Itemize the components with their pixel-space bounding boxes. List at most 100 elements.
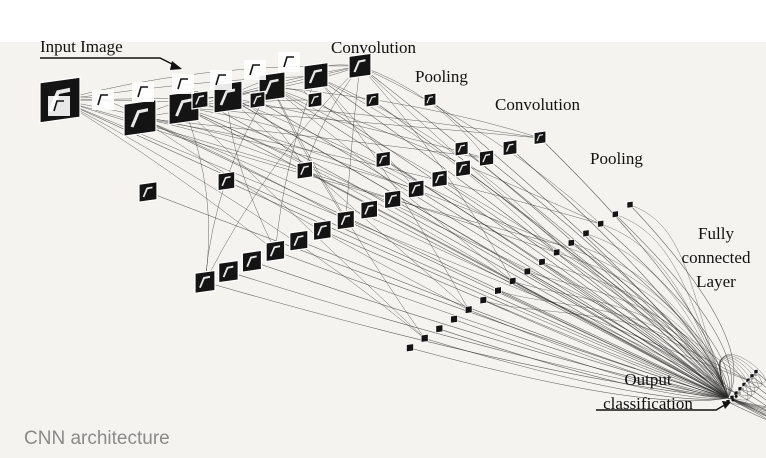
connection-line (727, 397, 766, 420)
feature-maps (39, 52, 759, 405)
connection-line (424, 338, 729, 400)
connection-line (359, 65, 601, 225)
connection-line (322, 230, 729, 399)
conv1-row-b-map (454, 140, 469, 157)
label-output-line-2: classification (603, 394, 693, 413)
connection-line (462, 168, 729, 399)
connection-line (315, 76, 561, 246)
pool2-row-map (406, 343, 414, 353)
connection-line (228, 271, 729, 399)
connection-line (527, 271, 729, 399)
connection-line (59, 99, 729, 399)
connection-line (314, 99, 729, 399)
connection-line (183, 107, 417, 190)
connection-line (315, 76, 729, 399)
connection-line (727, 371, 766, 407)
pool2-row-map (626, 200, 634, 209)
connection-line (615, 214, 729, 399)
label-fully-connected-line-2: connected (681, 248, 751, 267)
connection-line (59, 99, 425, 339)
output-node (741, 387, 745, 391)
connection-line (275, 250, 729, 399)
output-dots-map (753, 368, 759, 375)
conv2-row-map (360, 199, 379, 220)
label-output-classification: Output classification (586, 368, 710, 416)
input-tile (172, 74, 194, 94)
pool2-row-map (494, 286, 502, 295)
connection-line (359, 65, 729, 399)
pool2-row-map (582, 229, 590, 238)
conv1-row-b-map (217, 170, 236, 192)
connection-line (439, 178, 729, 399)
connection-line (461, 148, 729, 399)
connection-line (183, 107, 210, 283)
output-node (731, 398, 735, 402)
label-fully-connected-line-3: Layer (696, 272, 736, 291)
conv1-row-b-map (375, 150, 391, 169)
pool2-row-map (464, 305, 473, 314)
connection-line (59, 99, 749, 381)
connection-line (629, 204, 735, 399)
pool2-row-map (597, 219, 605, 228)
pool2-row-map (509, 276, 517, 286)
pool2-row-map (538, 257, 546, 266)
label-pooling-1: Pooling (415, 67, 468, 86)
connection-line (59, 99, 541, 139)
output-node (750, 376, 754, 380)
connection-line (139, 117, 487, 159)
connection-line (345, 219, 729, 399)
connection-line (204, 65, 361, 283)
pool2-row-map (611, 210, 619, 219)
caption: CNN architecture (24, 428, 170, 449)
pool1-row-map (191, 90, 209, 110)
connection-line (541, 261, 729, 399)
label-fully-connected-line-1: Fully (698, 224, 734, 243)
output-dots-map (733, 390, 739, 396)
connection-line (541, 261, 729, 399)
conv1-row-b-map (138, 180, 158, 203)
conv2-row-map (194, 269, 216, 294)
input-tile (278, 52, 300, 72)
connection-line (539, 137, 729, 399)
conv1-row-a-map (348, 52, 372, 80)
connection-line (271, 86, 749, 381)
connection-line (483, 300, 729, 399)
conv2-row-map (336, 209, 355, 231)
label-convolution-2: Convolution (495, 95, 581, 114)
connection-line (527, 271, 729, 399)
pool1-row-map (249, 90, 266, 110)
input-tile (132, 82, 154, 102)
output-arrowhead (722, 401, 731, 409)
connection-line (512, 281, 729, 399)
conv2-row-map (383, 189, 402, 210)
connection-line (251, 261, 729, 399)
label-input-image: Input Image (40, 37, 123, 56)
connection-line (139, 117, 305, 171)
conv2-row-map (431, 169, 448, 189)
connection-line (727, 380, 766, 410)
connection-line (571, 242, 729, 399)
pool2-row-map (567, 238, 575, 247)
connection-line (600, 223, 729, 399)
label-output-line-1: Output (624, 370, 672, 389)
pool2-row-map (479, 295, 487, 305)
connection-line (600, 223, 730, 399)
label-convolution-1: Convolution (331, 38, 417, 57)
input-arrow (40, 57, 181, 69)
conv2-row-map (289, 229, 309, 252)
connection-line (345, 65, 361, 221)
connection-line (359, 65, 513, 282)
pool2-row-map (435, 324, 444, 333)
connection-line (559, 244, 729, 399)
connection-line (468, 309, 729, 399)
conv1-row-a-map (303, 61, 329, 91)
connection-line (183, 107, 729, 399)
conv1-row-b-map (533, 130, 547, 146)
connection-line (727, 376, 766, 409)
connection-line (271, 86, 513, 282)
conv2-row-map (478, 149, 495, 167)
conv2-row-map (502, 139, 518, 157)
pool2-row-map (420, 333, 429, 343)
connection-line (183, 107, 513, 282)
connection-line (629, 204, 729, 399)
